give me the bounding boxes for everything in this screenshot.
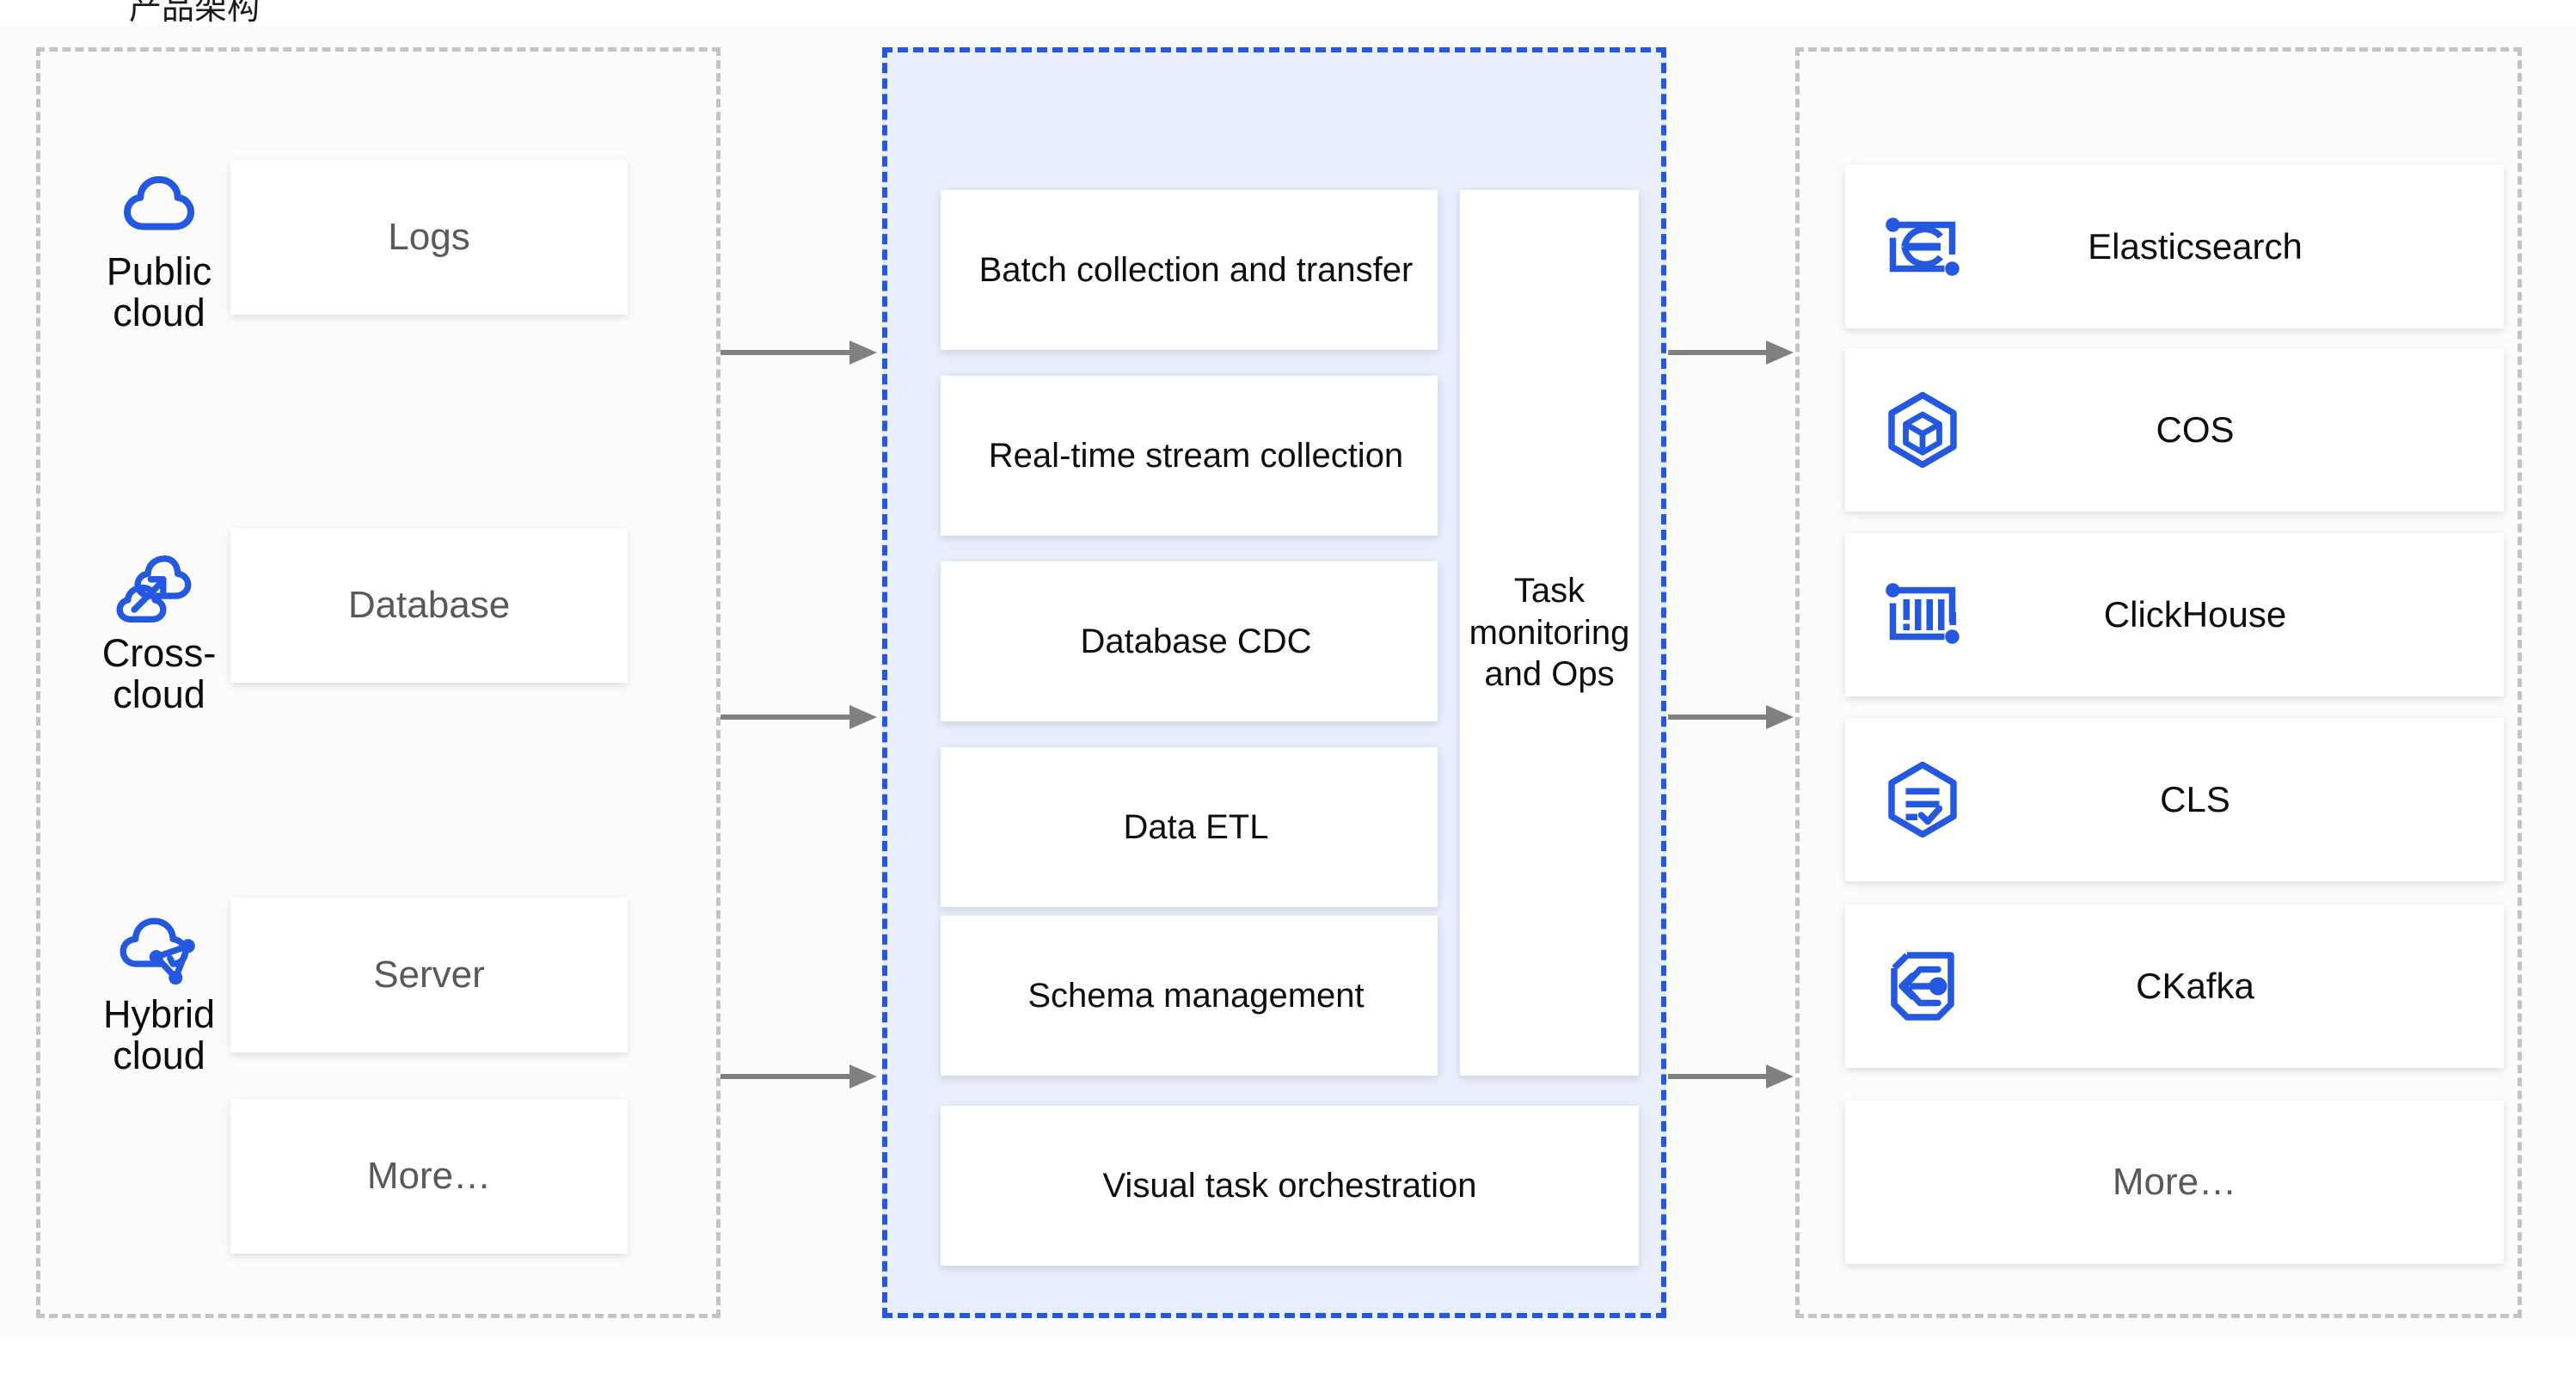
feature-card-task-monitoring[interactable]: Task monitoring and Ops	[1460, 190, 1639, 1076]
feature-card-schema-management[interactable]: Schema management	[941, 916, 1438, 1076]
source-card-label: Server	[373, 954, 485, 996]
destination-card-label: More…	[2112, 1161, 2237, 1203]
ckafka-icon	[1881, 945, 1964, 1027]
feature-card-visual-orchestration[interactable]: Visual task orchestration	[941, 1106, 1639, 1266]
hybrid-cloud-icon	[114, 911, 204, 989]
cls-icon	[1881, 758, 1964, 841]
feature-card-label: Task monitoring and Ops	[1469, 571, 1630, 694]
data-sources-panel	[36, 47, 721, 1318]
destination-card-cos[interactable]: COS	[1845, 348, 2504, 512]
feature-card-database-cdc[interactable]: Database CDC	[941, 561, 1438, 721]
category-hybrid-cloud: Hybrid cloud	[86, 911, 232, 1076]
feature-card-label: Batch collection and transfer	[978, 250, 1414, 289]
source-card-label: Logs	[388, 216, 470, 258]
destination-card-cls[interactable]: CLS	[1845, 718, 2504, 881]
destination-card-label: COS	[2156, 409, 2235, 450]
feature-card-label: Visual task orchestration	[1102, 1166, 1477, 1205]
destination-card-clickhouse[interactable]: ClickHouse	[1845, 533, 2504, 696]
destination-card-more[interactable]: More…	[1845, 1101, 2504, 1264]
destination-card-label: Elasticsearch	[2088, 226, 2303, 267]
feature-card-realtime-stream[interactable]: Real-time stream collection	[941, 376, 1438, 536]
destination-card-label: ClickHouse	[2103, 594, 2287, 635]
destination-card-label: CKafka	[2136, 966, 2254, 1006]
category-label: Public cloud	[106, 249, 212, 334]
arrow-source-to-platform-3	[721, 1059, 882, 1094]
source-card-logs[interactable]: Logs	[230, 160, 628, 315]
source-card-database[interactable]: Database	[230, 528, 628, 683]
source-card-label: More…	[366, 1155, 492, 1197]
source-card-server[interactable]: Server	[230, 898, 628, 1052]
feature-card-label: Schema management	[1027, 976, 1365, 1015]
feature-card-data-etl[interactable]: Data ETL	[941, 747, 1438, 907]
feature-card-label: Database CDC	[1080, 622, 1312, 660]
elasticsearch-icon	[1881, 205, 1964, 288]
arrow-platform-to-destination-1	[1668, 335, 1797, 370]
category-label: Hybrid cloud	[102, 992, 216, 1077]
clickhouse-icon	[1881, 574, 1964, 656]
category-label: Cross-cloud	[101, 631, 217, 716]
arrow-platform-to-destination-2	[1668, 700, 1797, 734]
category-cross-cloud: Cross-cloud	[86, 550, 232, 715]
cross-cloud-icon	[114, 550, 204, 628]
cos-icon	[1881, 389, 1964, 471]
feature-card-label: Data ETL	[1123, 807, 1269, 846]
arrow-source-to-platform-2	[721, 700, 882, 734]
clipped-page-title: 产品架构	[129, 0, 261, 27]
feature-card-label: Real-time stream collection	[988, 436, 1404, 475]
arrow-platform-to-destination-3	[1668, 1059, 1797, 1094]
destination-card-ckafka[interactable]: CKafka	[1845, 905, 2504, 1068]
source-card-more[interactable]: More…	[230, 1099, 628, 1254]
arrow-source-to-platform-1	[721, 335, 882, 370]
destination-card-label: CLS	[2160, 779, 2230, 819]
source-card-label: Database	[347, 584, 511, 626]
destination-card-elasticsearch[interactable]: Elasticsearch	[1845, 165, 2504, 328]
data-destinations-panel	[1795, 47, 2522, 1318]
feature-card-batch-collection[interactable]: Batch collection and transfer	[941, 190, 1438, 350]
category-public-cloud: Public cloud	[86, 169, 232, 333]
public-cloud-icon	[114, 169, 204, 246]
